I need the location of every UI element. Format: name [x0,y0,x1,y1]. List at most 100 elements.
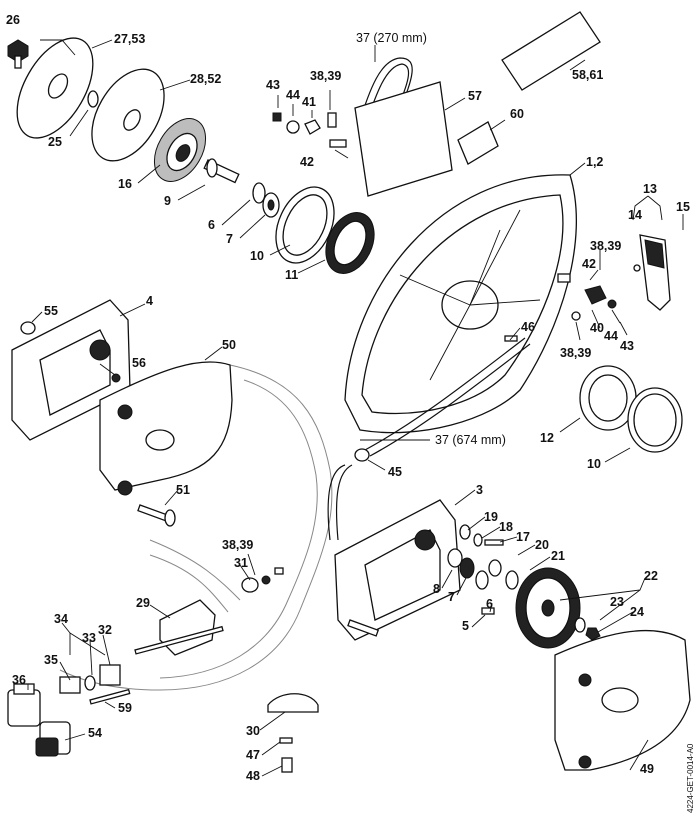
frame-outline [59,364,333,691]
part-12-ring [579,365,637,431]
parts-31-38-39 [241,567,284,593]
callout-49: 49 [640,762,654,776]
callout-26: 26 [6,13,20,27]
callout-12: 12 [540,431,554,445]
callout-38-39d: 38,39 [222,538,253,552]
part-28-flange [91,68,165,162]
callout-labels: 26 27,53 28,52 25 16 9 6 7 10 11 37 (270… [6,13,695,813]
part-16-bearing-housing [153,118,207,182]
callout-6b: 6 [486,597,493,611]
part-4-bearing-housing [11,299,131,441]
callout-45: 45 [388,465,402,479]
callout-38-39a: 38,39 [310,69,341,83]
part-37-hose-270 [359,57,413,125]
callout-50: 50 [222,338,236,352]
callout-1-2: 1,2 [586,155,603,169]
drawing-code: 4224-GET-0014-A0 [686,743,695,813]
part-26-screw [7,39,29,69]
callout-20: 20 [535,538,549,552]
part-55-plug [20,321,36,335]
part-45-connector [354,448,370,462]
parts-30-47-48 [267,693,319,773]
callout-44a: 44 [286,88,300,102]
part-3-bearing-housing [334,499,461,641]
callout-37-674: 37 (674 mm) [435,433,506,447]
callout-21: 21 [551,549,565,563]
callout-54: 54 [88,726,102,740]
callout-5: 5 [462,619,469,633]
callout-51: 51 [176,483,190,497]
callout-56: 56 [132,356,146,370]
callout-25: 25 [48,135,62,149]
callout-14: 14 [628,208,642,222]
callout-10b: 10 [587,457,601,471]
part-57-decal [354,81,453,197]
callout-8: 8 [433,582,440,596]
callout-29: 29 [136,596,150,610]
callout-41: 41 [302,95,316,109]
part-36-coupling [7,683,41,727]
callout-17: 17 [516,530,530,544]
part-22-pulley [515,567,601,649]
part-49-cover [554,629,691,771]
part-58-decal [501,11,601,91]
callout-42a: 42 [300,155,314,169]
callout-11: 11 [285,268,298,282]
callout-55: 55 [44,304,58,318]
part-25-washer [87,90,99,108]
callout-60: 60 [510,107,524,121]
callout-42b: 42 [582,257,596,271]
callout-30: 30 [246,724,260,738]
parts-32-35-fittings [59,664,131,705]
callout-58-61: 58,61 [572,68,603,82]
callout-36: 36 [12,673,26,687]
parts-17-21-small [459,524,519,590]
part-13-lever [633,234,671,311]
callout-18: 18 [499,520,513,534]
callout-19: 19 [484,510,498,524]
callout-35: 35 [44,653,58,667]
part-10-ring [275,186,335,264]
callout-3: 3 [476,483,483,497]
callout-37-270: 37 (270 mm) [356,31,427,45]
part-54-coupling [35,721,71,757]
callout-38-39c: 38,39 [560,346,591,360]
callout-28-52: 28,52 [190,72,221,86]
callout-32: 32 [98,623,112,637]
callout-57: 57 [468,89,482,103]
callout-10a: 10 [250,249,264,263]
callout-43b: 43 [620,339,634,353]
part-1-wheel-guard [344,174,577,434]
callout-33: 33 [82,631,96,645]
part-10b-ring [627,387,683,453]
callout-15: 15 [676,200,690,214]
callout-40: 40 [590,321,604,335]
part-7-bearing [262,192,280,218]
part-29-valve [134,599,224,656]
callout-43a: 43 [266,78,280,92]
callout-16: 16 [118,177,132,191]
part-51-bolt [137,504,176,527]
part-50-cover [99,361,233,496]
callout-13: 13 [643,182,657,196]
part-27-pressure-plate [16,37,94,139]
callout-23: 23 [610,595,624,609]
part-9-spindle [203,158,240,184]
callout-27-53: 27,53 [114,32,145,46]
callout-48: 48 [246,769,260,783]
callout-38-39b: 38,39 [590,239,621,253]
fittings-40-42-44 [504,273,617,342]
callout-31: 31 [234,556,248,570]
callout-4: 4 [146,294,153,308]
callout-7b: 7 [448,590,455,604]
part-6-circlip [252,182,266,204]
callout-44b: 44 [604,329,618,343]
callout-22: 22 [644,569,658,583]
callout-59: 59 [118,701,132,715]
part-37-hose-674 [327,337,531,541]
callout-6a: 6 [208,218,215,232]
callout-9: 9 [164,194,171,208]
callout-34: 34 [54,612,68,626]
callout-47: 47 [246,748,260,762]
